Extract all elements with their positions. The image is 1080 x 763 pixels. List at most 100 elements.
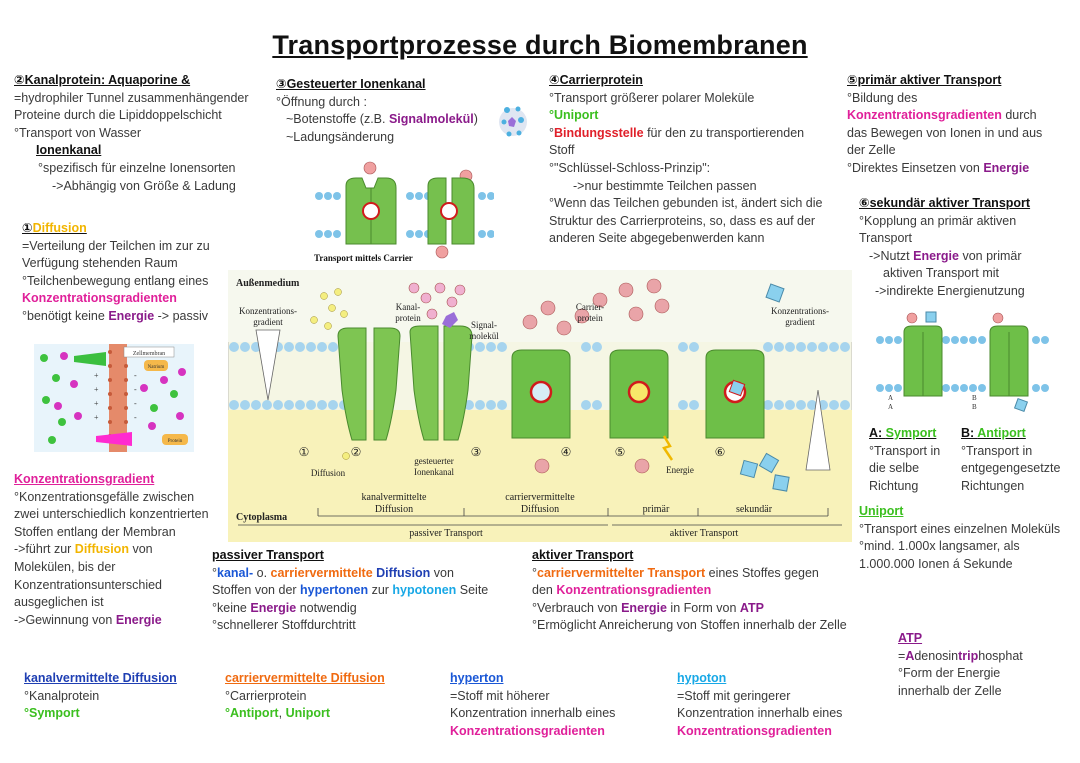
konz-line: zwei unterschiedlich konzentrierten [14,507,209,522]
svg-text:+: + [94,385,99,394]
sekundaer-line: aktiven Transport mit [883,266,1000,281]
uniport-heading: Uniport [859,504,904,518]
primaer-line: der Zelle [847,143,896,158]
aktiv-line: °Verbrauch von Energie in Form von ATP [532,600,872,618]
text: hosphat [978,648,1023,663]
ionenkanal-line: ~Botenstoffe (z.B. Signalmolekül) [276,111,506,129]
text: ~Botenstoffe (z.B. [286,112,389,127]
hyperton-section: hyperton =Stoff mit höherer Konzentratio… [450,670,670,740]
signal-molecule-icon [499,106,527,137]
konzentrationsgradient-section: Konzentrationsgradient °Konzentrationsge… [14,471,226,629]
carrierprotein-line: °Transport größerer polarer Moleküle [549,90,755,105]
diffusion-section: ①Diffusion =Verteilung der Teilchen im z… [22,220,232,326]
primaer-label: primär [643,504,670,515]
text: ° [212,565,217,580]
konzentrationsgradient-term: Konzentrationsgradienten [22,291,177,306]
antiport-line: Richtungen [961,478,1025,493]
atp-letter: tri [958,648,971,663]
symport-section: A: Symport °Transport in die selbe Richt… [869,425,959,495]
konz-line: °Konzentrationsgefälle zwischen [14,489,195,504]
text: für den zu transportierenden [643,125,805,140]
ionenkanal-line: °spezifisch für einzelne Ionensorten [38,160,236,175]
atp-letter: A [905,648,915,663]
diffusion-heading: ①Diffusion [22,220,232,238]
text: eines Stoffes gegen [705,565,819,580]
hypertonen-term: hypertonen [300,583,369,598]
carrier-small-diagram: Transport mittels Carrier [314,161,494,263]
hyperton-heading: hyperton [450,671,504,685]
page-title: Transportprozesse durch Biomembranen [272,30,808,60]
aktiv-line: °Ermöglicht Anreicherung von Stoffen inn… [532,618,847,633]
text: Seite [456,583,489,598]
uniport-term: °Uniport [549,108,599,123]
protein-label: Protein [168,439,183,444]
text: °Verbrauch von [532,600,622,615]
carrierprotein-line: anderen Seite abgegebenwerden kann [549,231,765,246]
energie-term: Energie [108,308,155,323]
carrierprotein-line: °Wenn das Teilchen gebunden ist, ändert … [549,196,823,211]
konzentrationsgradient-term: Konzentrationsgradienten [450,723,605,738]
atp-section: ATP =Adenosintriphosphat °Form der Energ… [898,630,1073,700]
uniport-section: Uniport °Transport eines einzelnen Molek… [859,503,1074,573]
diffusion-line: Verfügung stehenden Raum [22,256,178,271]
svg-text:-: - [134,385,137,394]
signalmolekuel-label-2: molekül [469,331,499,341]
ionenkanal-line: ~Ladungsänderung [286,129,395,144]
ionenkanal-line: °Öffnung durch : [276,94,367,109]
step-number: ⑥ [715,445,726,459]
svg-text:+: + [94,413,99,422]
antiport-heading: B: Antiport [961,425,1073,443]
kanalprotein-line: °Transport von Wasser [14,125,142,140]
cytoplasma-label: Cytoplasma [236,512,287,523]
text: -> passiv [154,308,209,323]
signalmolekuel-term: Signalmolekül [388,112,474,127]
text: ->Nutzt [869,248,914,263]
konz-left-label-1: Konzentrations- [239,306,297,316]
footer-line: °Antiport, Uniport [225,705,440,723]
footer-line: °Carrierprotein [225,688,307,703]
gesteuerter-label-1: gesteuerter [414,456,453,466]
zellmembran-label: Zellmembran [133,351,165,357]
symport-term: Symport [885,426,937,440]
carrierprotein-line: °Bindungsstelle für den zu transportiere… [549,125,839,143]
svg-text:-: - [134,413,137,422]
energie-term: Energie [983,160,1030,175]
hypoton-heading: hypoton [677,671,727,685]
primaer-aktiv-heading: ⑤primär aktiver Transport [847,73,1002,87]
energie-term: Energie [913,248,959,263]
diffusion-term: Diffusion [376,565,431,580]
footer-line: °Kanalprotein [24,688,100,703]
step-number: ⑤ [615,445,626,459]
aktiv-label: aktiver Transport [670,528,739,539]
gesteuerter-ionenkanal-heading: ③Gesteuerter Ionenkanal [276,77,426,91]
carriervermittelter-transport-term: carriervermittelter Transport [537,565,706,580]
symport-a-label: A [888,394,893,402]
text: den [532,583,557,598]
svg-text:+: + [94,399,99,408]
konz-right-label-1: Konzentrations- [771,306,829,316]
footer-line: =Stoff mit höherer [450,688,550,703]
sekundaer-line: ->Nutzt Energie von primär [859,248,1074,266]
step-number: ③ [471,445,482,459]
primaer-line: Konzentrationsgradienten durch [847,107,1072,125]
passiv-label: passiver Transport [409,528,483,539]
text: von [430,565,454,580]
aktiver-transport-heading: aktiver Transport [532,548,634,562]
sekundaer-aktiv-section: ⑥sekundär aktiver Transport °Kopplung an… [859,195,1074,301]
konzentrationsgradient-term: Konzentrationsgradienten [677,723,832,738]
passiv-line: °kanal- o. carriervermittelte Diffusion … [212,565,522,583]
sekundaer-label: sekundär [736,504,773,515]
energie-term: Energie [250,600,297,615]
uniport-line: °mind. 1.000x langsamer, als [859,539,1020,554]
carrierprotein-heading: ④Carrierprotein [549,73,643,87]
energie-label: Energie [666,465,694,475]
symport-line: Richtung [869,478,919,493]
aktiv-line: den Konzentrationsgradienten [532,582,872,600]
signalmolekuel-label-1: Signal- [471,320,497,330]
kanalprotein-label-2: protein [395,313,421,323]
primaer-line: °Bildung des [847,90,918,105]
antiport-term: °Antiport [225,706,279,721]
konz-right-label-2: gradient [785,317,815,327]
carrierverm-label-2: Diffusion [521,504,559,515]
text: ->Gewinnung von [14,612,116,627]
